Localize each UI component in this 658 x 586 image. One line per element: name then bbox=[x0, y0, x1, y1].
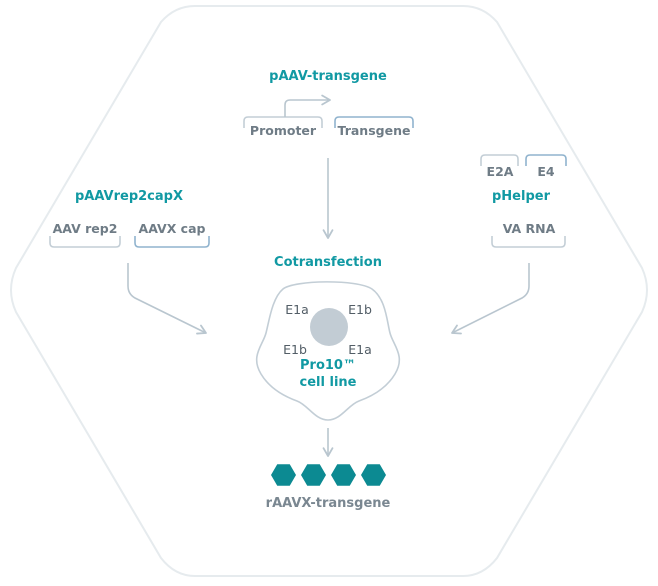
rep2-bracket bbox=[49, 236, 121, 248]
transgene-bracket bbox=[334, 116, 414, 128]
virus-particle bbox=[271, 464, 296, 486]
outer-hexagon bbox=[10, 5, 648, 577]
gene-promoter: Promoter bbox=[249, 123, 317, 138]
cell-gene-e1b-bottom: E1b bbox=[283, 342, 307, 357]
cell-line-subtitle: cell line bbox=[299, 375, 357, 390]
gene-aavx-cap: AAVX cap bbox=[138, 221, 206, 236]
cell-gene-e1b-top: E1b bbox=[348, 302, 372, 317]
promoter-bracket bbox=[243, 116, 323, 128]
e4-bracket bbox=[525, 154, 567, 166]
cap-bracket bbox=[134, 236, 210, 248]
gene-aav-rep2: AAV rep2 bbox=[52, 221, 118, 236]
product-label: rAAVX-transgene bbox=[265, 496, 391, 511]
plasmid-helper-title: pHelper bbox=[492, 189, 550, 204]
e2a-bracket bbox=[480, 154, 519, 166]
gene-e4: E4 bbox=[537, 164, 555, 179]
va-rna-bracket bbox=[491, 236, 566, 248]
virus-particle bbox=[301, 464, 326, 486]
cell-gene-e1a-top: E1a bbox=[285, 302, 309, 317]
virus-particle bbox=[331, 464, 356, 486]
gene-va-rna: VA RNA bbox=[502, 221, 556, 236]
virus-particle bbox=[361, 464, 386, 486]
cell-outline bbox=[255, 281, 401, 421]
gene-e2a: E2A bbox=[486, 164, 514, 179]
cell-gene-e1a-bottom: E1a bbox=[348, 342, 372, 357]
arrow-helper-to-cell bbox=[451, 263, 530, 335]
cell-nucleus bbox=[310, 308, 348, 346]
promoter-arrow bbox=[284, 94, 331, 117]
plasmid-transgene-title: pAAV-transgene bbox=[269, 69, 387, 84]
arrow-repcap-to-cell bbox=[127, 263, 207, 335]
product-particles bbox=[271, 464, 386, 486]
step-cotransfection: Cotransfection bbox=[274, 255, 382, 270]
plasmid-repcap-title: pAAVrep2capX bbox=[75, 189, 183, 204]
cell-line-name: Pro10™ bbox=[300, 358, 356, 373]
gene-transgene: Transgene bbox=[337, 123, 411, 138]
